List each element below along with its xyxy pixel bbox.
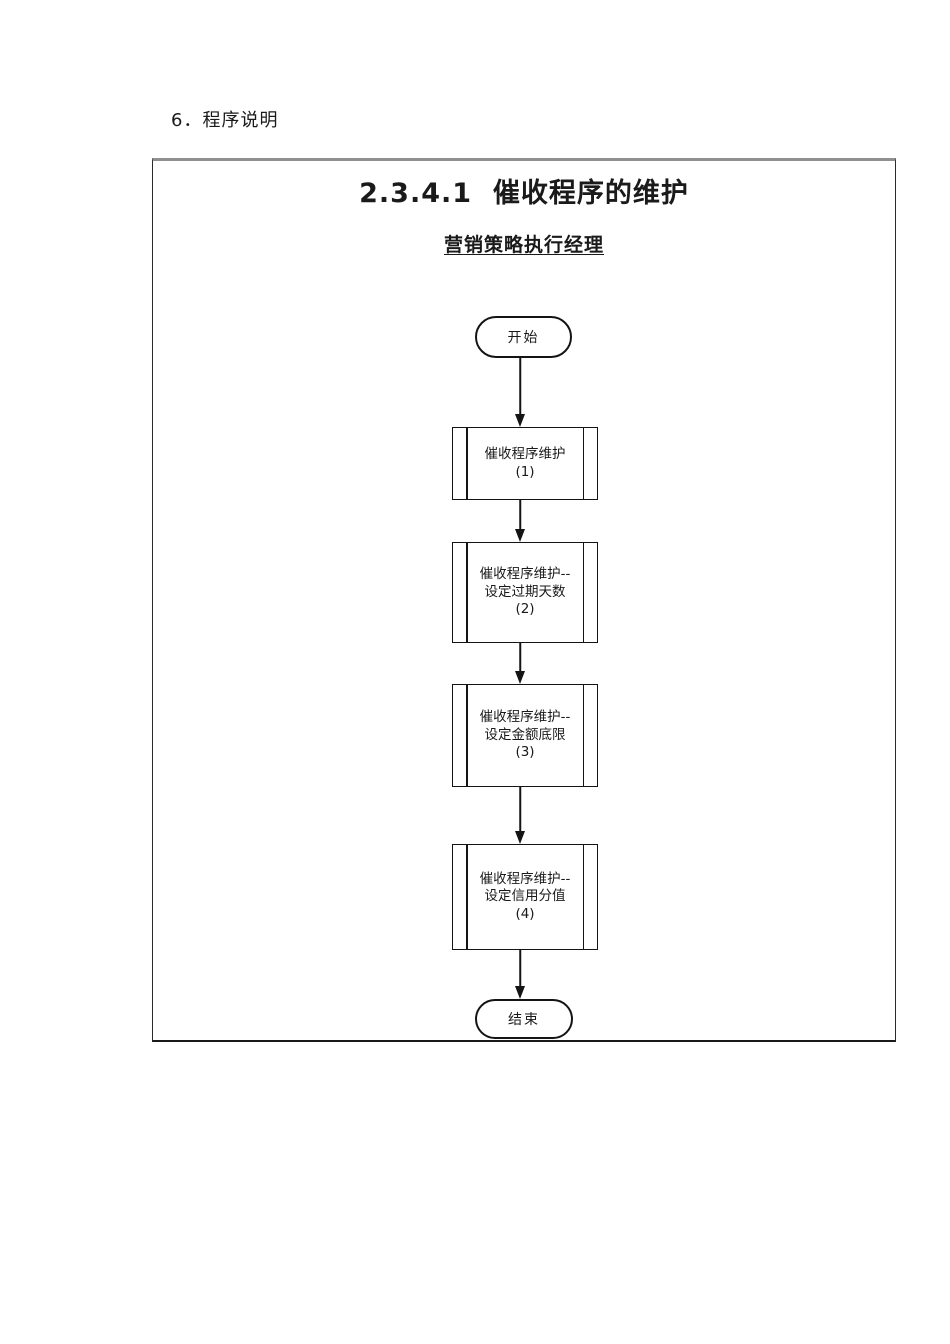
arrow-head-icon	[515, 414, 525, 427]
arrow-shaft	[519, 643, 521, 675]
process-node-1: 催收程序维护 (1)	[452, 427, 598, 500]
flow-arrow-down	[512, 950, 528, 999]
process-number: (3)	[515, 744, 535, 761]
process-label: 设定过期天数	[484, 583, 566, 600]
process-label: 设定金额底限	[484, 726, 566, 743]
arrow-shaft	[519, 950, 521, 990]
flow-arrow-down	[512, 358, 528, 427]
arrow-head-icon	[515, 529, 525, 542]
flowchart-role-subtitle: 营销策略执行经理	[443, 234, 604, 256]
flowchart-frame: 2.3.4.1 催收程序的维护 营销策略执行经理 开始 催收程序维护 (1) 催…	[152, 158, 896, 1042]
start-label: 开始	[507, 330, 540, 346]
flow-arrow-down	[512, 787, 528, 844]
arrow-head-icon	[515, 986, 525, 999]
arrow-head-icon	[515, 671, 525, 684]
end-label: 结束	[508, 1012, 540, 1028]
arrow-shaft	[519, 358, 521, 418]
flow-arrow-down	[512, 500, 528, 542]
process-node-3: 催收程序维护-- 设定金额底限 (3)	[452, 684, 598, 787]
process-label: 催收程序维护--	[479, 709, 571, 726]
arrow-head-icon	[515, 831, 525, 844]
section-heading: 6．程序说明	[171, 110, 279, 131]
process-label: 催收程序维护	[484, 445, 566, 462]
end-terminator-node: 结束	[475, 999, 573, 1039]
arrow-shaft	[519, 500, 521, 533]
process-label: 催收程序维护--	[479, 566, 571, 583]
process-node-4: 催收程序维护-- 设定信用分值 (4)	[452, 844, 598, 950]
process-number: (2)	[515, 601, 535, 618]
arrow-shaft	[519, 787, 521, 835]
process-node-2: 催收程序维护-- 设定过期天数 (2)	[452, 542, 598, 643]
process-label: 设定信用分值	[484, 888, 566, 905]
process-label: 催收程序维护--	[479, 870, 571, 887]
process-number: (1)	[515, 463, 535, 480]
start-terminator-node: 开始	[475, 316, 572, 358]
process-number: (4)	[515, 905, 535, 922]
flow-arrow-down	[512, 643, 528, 684]
flowchart-title: 2.3.4.1 催收程序的维护	[359, 178, 689, 209]
